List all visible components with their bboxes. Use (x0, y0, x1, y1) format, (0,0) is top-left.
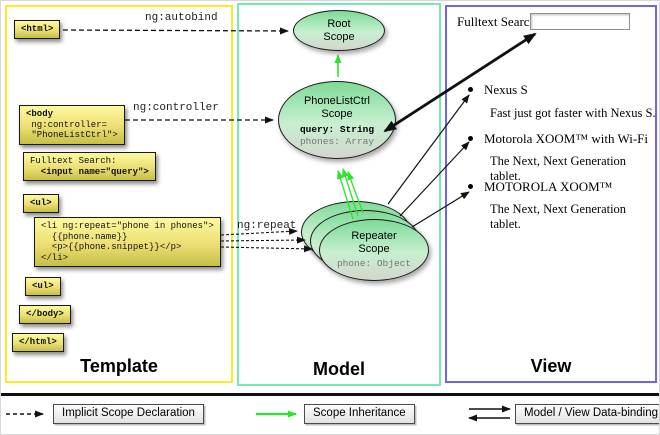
fulltext-search-input[interactable] (530, 13, 630, 30)
phonelistctrl-scope-title: PhoneListCtrl Scope (303, 95, 371, 120)
list-item-title: Motorola XOOM™ with Wi-Fi (468, 131, 648, 147)
code-text: </html> (19, 337, 57, 347)
code-text: <p>{{phone.snippet}}</p> (41, 242, 182, 252)
legend-model-view-data-binding: Model / View Data-binding (515, 404, 659, 424)
code-box-body-close: </body> (19, 305, 71, 324)
code-box-ul-close: <ul> (25, 277, 61, 296)
list-item-title: MOTOROLA XOOM™ (468, 179, 612, 195)
scope-prop-query: query: String (299, 124, 375, 135)
list-item-title: Nexus S (468, 82, 528, 98)
label-ng-autobind: ng:autobind (145, 12, 218, 24)
code-text: </body> (26, 309, 64, 319)
code-text: Fulltext Search: (30, 156, 117, 166)
legend-separator-line (1, 393, 659, 396)
code-text: {{phone.name}} (41, 231, 128, 242)
code-text: <li ng:repeat="phone in phones"> (41, 221, 214, 231)
code-text: <body (26, 109, 54, 119)
bullet-icon (468, 184, 473, 189)
view-column-label: View (530, 356, 572, 376)
legend-scope-inheritance: Scope Inheritance (304, 404, 415, 424)
code-text: ng:controller= (26, 119, 108, 130)
model-column-label: Model (313, 359, 365, 379)
list-item-desc: The Next, Next Generation tablet. (490, 154, 627, 183)
list-item-desc: The Next, Next Generation tablet. (490, 202, 627, 231)
code-box-html-close: </html> (12, 333, 64, 352)
code-box-body-open: <body ng:controller= "PhoneListCtrl"> (19, 105, 125, 145)
legend-implicit-scope-declaration: Implicit Scope Declaration (53, 404, 204, 424)
code-box-fulltext-input: Fulltext Search: <input name="query"> (23, 152, 156, 181)
model-column: Model (237, 3, 441, 386)
repeater-scope-title: Repeater Scope (351, 230, 397, 255)
bullet-icon (468, 87, 473, 92)
code-box-li-repeat: <li ng:repeat="phone in phones"> {{phone… (34, 217, 221, 267)
root-scope-title: Root Scope (323, 18, 355, 43)
code-text: </li> (41, 252, 69, 263)
code-box-html-open: <html> (14, 20, 61, 39)
code-box-ul-open: <ul> (23, 194, 59, 213)
phonelistctrl-scope-ellipse: PhoneListCtrl Scope query: String phones… (278, 81, 396, 159)
bullet-icon (468, 136, 473, 141)
fulltext-search-label: Fulltext Search: (457, 14, 540, 29)
label-ng-controller: ng:controller (133, 102, 219, 114)
code-text: <html> (21, 24, 54, 34)
template-column-label: Template (80, 356, 158, 376)
code-text: <ul> (32, 281, 54, 291)
code-text: <ul> (30, 198, 52, 208)
code-text: "PhoneListCtrl"> (26, 130, 118, 140)
repeater-scope-ellipse-front: Repeater Scope phone: Object (319, 219, 429, 281)
scope-prop-phone: phone: Object (336, 258, 412, 270)
root-scope-ellipse: Root Scope (293, 10, 385, 51)
code-text: <input name="query"> (30, 166, 149, 177)
label-ng-repeat: ng:repeat (237, 220, 297, 232)
scope-prop-phones: phones: Array (299, 135, 375, 147)
list-item-desc: Fast just got faster with Nexus S. (490, 106, 656, 120)
